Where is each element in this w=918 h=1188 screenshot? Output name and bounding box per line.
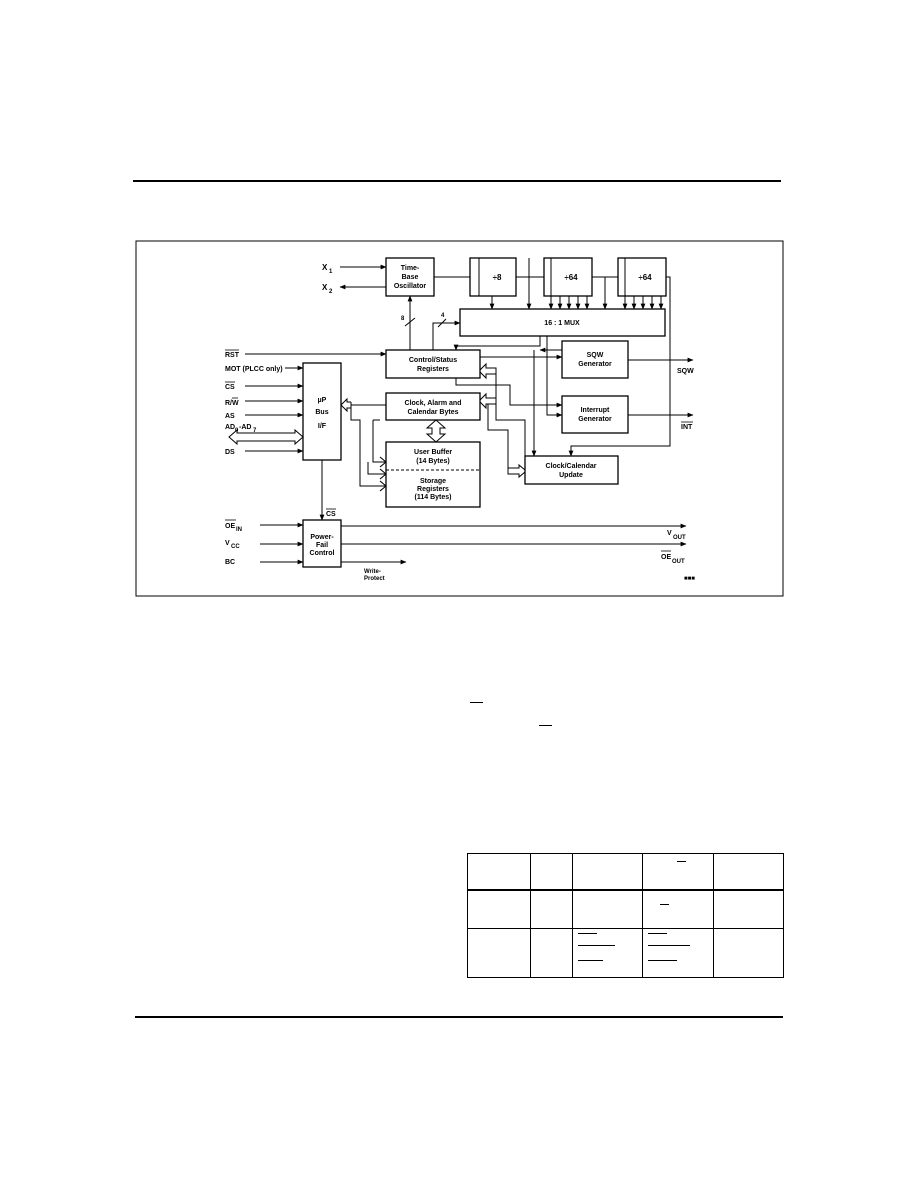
power-fail-signals: OE IN V CC BC V OUT OE OUT Write- Protec…	[225, 519, 687, 582]
svg-text:SQW: SQW	[677, 368, 694, 375]
svg-text:µP: µP	[318, 397, 327, 404]
time-base-oscillator-block: Time- Base Oscillator	[385, 257, 435, 297]
svg-text:V: V	[667, 530, 672, 537]
svg-text:CC: CC	[231, 544, 240, 550]
svg-text:Calendar Bytes: Calendar Bytes	[408, 409, 459, 416]
svg-text:16 : 1 MUX: 16 : 1 MUX	[544, 320, 580, 327]
svg-text:User Buffer: User Buffer	[414, 449, 452, 456]
svg-text:Control: Control	[310, 550, 335, 557]
svg-text:-AD: -AD	[239, 424, 251, 431]
svg-text:X: X	[322, 283, 328, 292]
overbar-mark	[539, 725, 552, 726]
svg-text:OUT: OUT	[673, 535, 686, 541]
svg-text:Power-: Power-	[310, 534, 334, 541]
svg-text:CS: CS	[326, 511, 336, 518]
svg-text:Time-: Time-	[401, 265, 420, 272]
svg-text:SQW: SQW	[587, 352, 604, 359]
svg-text:Clock/Calendar: Clock/Calendar	[546, 463, 597, 470]
svg-text:R/W: R/W	[225, 400, 239, 407]
mux-block: 16 : 1 MUX	[459, 308, 666, 337]
svg-text:RST: RST	[225, 352, 240, 359]
control-bus-wiring: 8 4	[401, 295, 563, 479]
power-fail-control-block: Power- Fail Control	[302, 519, 342, 568]
figure-id: ■■■	[684, 576, 695, 582]
svg-text:I/F: I/F	[318, 423, 327, 430]
interrupt-generator-block: Interrupt Generator	[561, 395, 629, 434]
diagram-frame	[135, 240, 784, 597]
svg-text:7: 7	[253, 428, 257, 434]
svg-text:BC: BC	[225, 559, 235, 566]
svg-text:OE: OE	[225, 523, 235, 530]
svg-text:8: 8	[401, 316, 405, 322]
svg-text:X: X	[322, 263, 328, 272]
svg-text:IN: IN	[236, 527, 242, 533]
svg-text:OE: OE	[661, 554, 671, 561]
sqw-generator-block: SQW Generator	[561, 340, 629, 379]
svg-text:Storage: Storage	[420, 478, 446, 485]
clock-calendar-update-block: Clock/Calendar Update	[524, 455, 619, 485]
svg-text:AS: AS	[225, 413, 235, 420]
divider-chain-wiring	[434, 258, 671, 457]
svg-text:Generator: Generator	[578, 361, 612, 368]
svg-text:Generator: Generator	[578, 416, 612, 423]
svg-text:Protect: Protect	[364, 576, 385, 582]
svg-text:Clock, Alarm and: Clock, Alarm and	[405, 400, 462, 407]
oscillator-pins: X 1 X 2	[322, 263, 387, 295]
svg-text:INT: INT	[681, 424, 693, 431]
svg-text:AD: AD	[225, 424, 235, 431]
svg-text:(114 Bytes): (114 Bytes)	[415, 494, 452, 501]
up-bus-interface-block: µP Bus I/F	[302, 362, 342, 461]
control-status-registers-block: Control/Status Registers	[385, 349, 481, 379]
bus-interface-wiring: CS	[319, 397, 387, 521]
svg-text:V: V	[225, 540, 230, 547]
svg-text:Write-: Write-	[364, 569, 381, 575]
svg-text:Control/Status: Control/Status	[409, 357, 457, 364]
svg-text:Registers: Registers	[417, 366, 449, 373]
overbar-mark	[470, 702, 483, 703]
data-table	[467, 853, 784, 978]
svg-text:÷64: ÷64	[638, 273, 652, 282]
svg-text:4: 4	[441, 313, 445, 319]
svg-text:÷8: ÷8	[493, 273, 502, 282]
svg-text:Fail: Fail	[316, 542, 328, 549]
svg-text:MOT (PLCC only): MOT (PLCC only)	[225, 366, 283, 373]
user-buffer-storage-block: User Buffer (14 Bytes) Storage Registers…	[385, 441, 481, 508]
svg-text:Update: Update	[559, 472, 583, 479]
svg-text:DS: DS	[225, 449, 235, 456]
svg-text:OUT: OUT	[672, 559, 685, 565]
svg-text:Interrupt: Interrupt	[581, 407, 610, 414]
svg-text:Base: Base	[402, 274, 419, 281]
left-input-signals: RST MOT (PLCC only) CS R/W AS AD 0 -AD 7…	[225, 349, 387, 456]
right-output-signals: SQW INT	[628, 357, 694, 431]
footer-rule	[135, 1016, 783, 1018]
svg-text:1: 1	[329, 269, 333, 275]
divide-by-8-block: ÷8	[469, 257, 517, 297]
clock-alarm-calendar-block: Clock, Alarm and Calendar Bytes	[385, 392, 481, 421]
svg-text:Oscillator: Oscillator	[394, 283, 427, 290]
svg-text:2: 2	[329, 289, 333, 295]
svg-text:Registers: Registers	[417, 486, 449, 493]
divide-by-64-block-a: ÷64	[543, 257, 593, 297]
divide-by-64-block-b: ÷64	[617, 257, 667, 297]
svg-text:(14 Bytes): (14 Bytes)	[416, 458, 449, 465]
svg-text:Bus: Bus	[315, 409, 328, 416]
svg-text:CS: CS	[225, 384, 235, 391]
svg-text:÷64: ÷64	[564, 273, 578, 282]
clock-buffer-transfer-arrow	[425, 419, 447, 443]
header-rule	[133, 180, 781, 182]
